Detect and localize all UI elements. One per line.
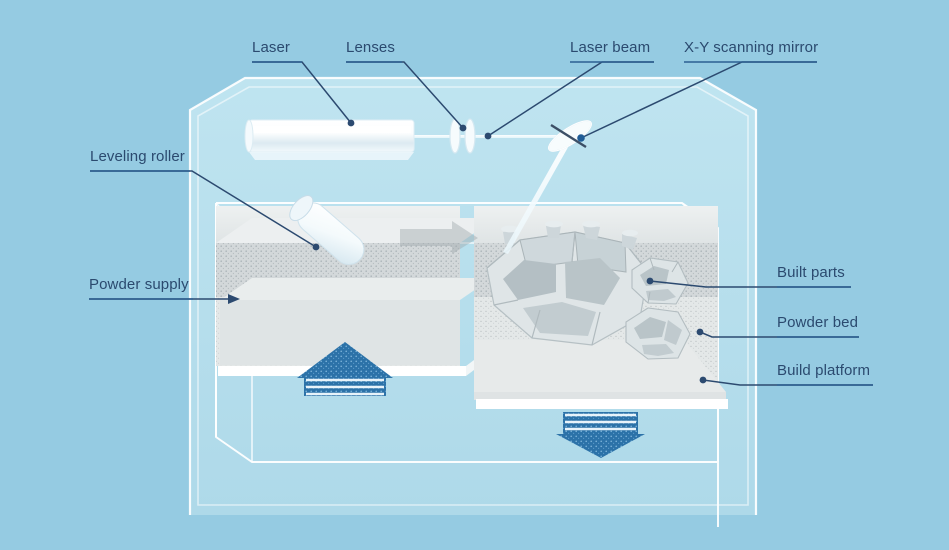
- label-powder-bed: Powder bed: [777, 314, 859, 331]
- lens-pair: [449, 118, 476, 154]
- label-built-parts: Built parts: [777, 264, 845, 281]
- laser-tube: [244, 119, 415, 160]
- powder-supply-bin: [216, 206, 498, 376]
- powder-transfer-arrow: [400, 221, 478, 254]
- build-platform-bar: [476, 399, 728, 409]
- part-support-pegs: [501, 220, 638, 250]
- label-build-platform: Build platform: [777, 362, 871, 379]
- part-large-dodecahedron: [486, 220, 649, 346]
- label-leveling-roller: Leveling roller: [90, 148, 185, 165]
- label-xy-scanning-mirror: X-Y scanning mirror: [684, 39, 819, 56]
- part-small-dodecahedron-lower: [625, 307, 691, 360]
- label-lenses: Lenses: [346, 39, 395, 56]
- xy-scanning-mirror: [547, 120, 593, 152]
- leveling-roller: [289, 195, 365, 265]
- label-laser-beam: Laser beam: [570, 39, 651, 56]
- supply-piston-arrow-up: [297, 342, 393, 396]
- label-laser: Laser: [252, 39, 291, 56]
- label-powder-supply: Powder supply: [89, 276, 189, 293]
- build-piston-arrow-down: [556, 412, 645, 458]
- label-underlines: [89, 61, 873, 386]
